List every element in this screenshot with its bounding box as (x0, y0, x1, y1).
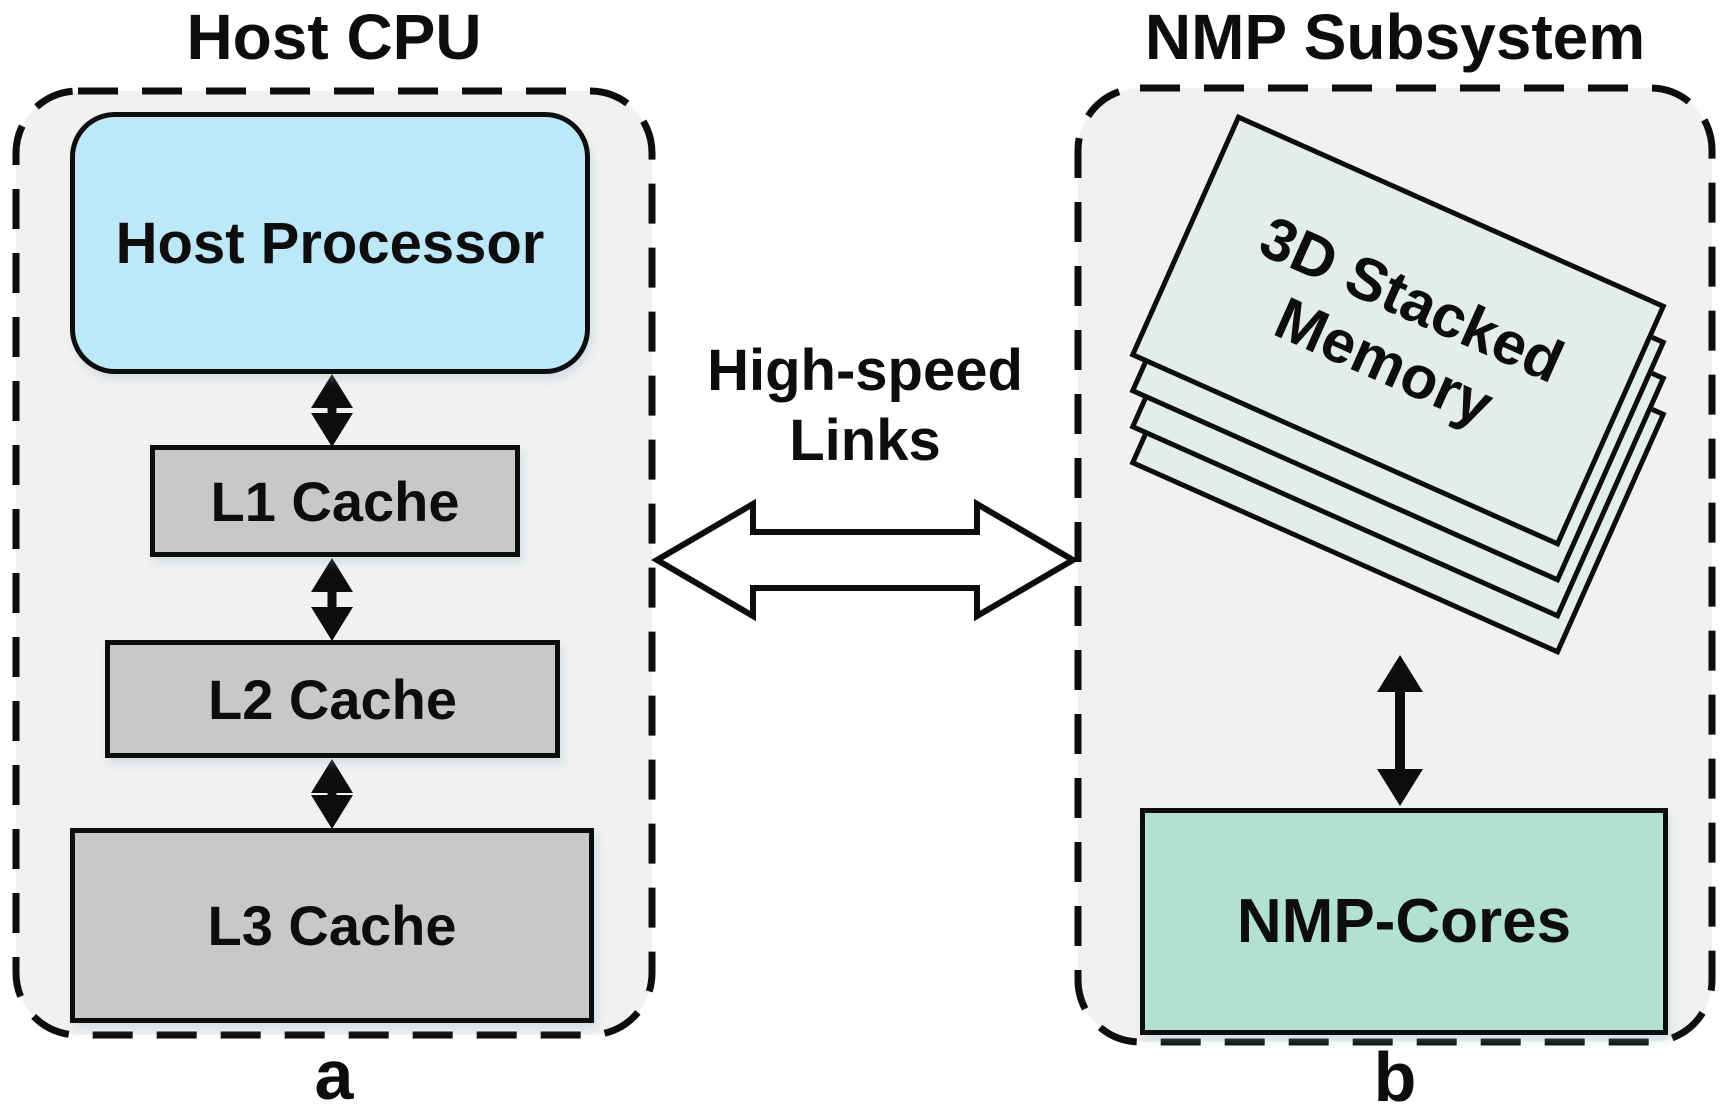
high-speed-links-label-line1: High-speed (707, 338, 1023, 403)
l1-l2-arrow-icon (311, 558, 353, 641)
nmp-subsystem-title: NMP Subsystem (1144, 1, 1646, 73)
high-speed-links-arrow-icon (651, 498, 1079, 622)
subfigure-caption-b: b (1373, 1038, 1417, 1108)
subfigure-caption-a: a (314, 1036, 354, 1108)
processor-l1-arrow-icon (311, 374, 353, 447)
host-processor-box: Host Processor (70, 112, 590, 374)
nmp-cores-box: NMP-Cores (1140, 808, 1668, 1035)
l2-l3-arrow-icon (311, 759, 353, 829)
high-speed-links-label: High-speed Links (657, 336, 1073, 476)
l1-cache-box: L1 Cache (150, 445, 520, 557)
high-speed-links-label-line2: Links (789, 408, 941, 473)
l2-cache-box: L2 Cache (105, 640, 560, 758)
host-cpu-title: Host CPU (186, 1, 482, 73)
stacked-memory-label: 3D Stacked Memory (1223, 203, 1573, 457)
memory-cores-arrow-icon (1377, 655, 1423, 806)
l3-cache-box: L3 Cache (70, 828, 594, 1023)
